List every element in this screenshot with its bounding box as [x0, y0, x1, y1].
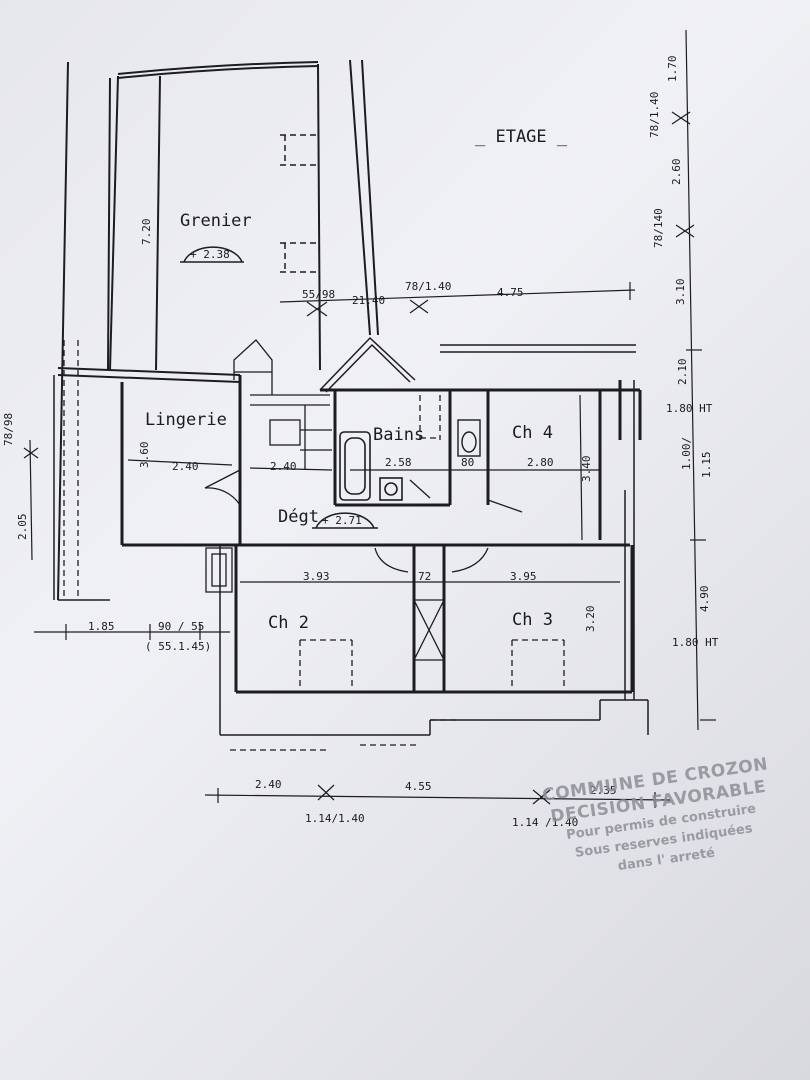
grenier-roof-windows — [280, 134, 320, 273]
dim-2140: 21.40 — [352, 294, 385, 307]
dim-260: 2.60 — [670, 159, 683, 186]
dim-280: 2.80 — [527, 456, 554, 469]
room-grenier: Grenier — [180, 211, 252, 231]
closet — [205, 547, 445, 661]
dim-78-140-r1: 78/1.40 — [648, 92, 661, 138]
dim-78-140-top: 78/1.40 — [405, 280, 451, 293]
grenier-level: + 2.38 — [190, 248, 230, 261]
drawing-title: _ ETAGE _ — [475, 127, 568, 147]
dim-115: 1.15 — [700, 452, 713, 479]
outer-walls — [53, 336, 649, 736]
dim-240-bottom: 2.40 — [255, 778, 282, 791]
dim-170: 1.70 — [666, 56, 679, 83]
dim-210: 2.10 — [676, 359, 689, 386]
dim-80: 80 — [461, 456, 474, 469]
dim-78-98-left: 78/98 — [2, 413, 15, 446]
dim-55-98: 55/98 — [302, 288, 335, 301]
degt-level: + 2.71 — [322, 514, 362, 527]
dashed-features — [63, 340, 565, 751]
dim-720: 7.20 — [140, 219, 153, 246]
room-lingerie: Lingerie — [145, 410, 227, 430]
toilet — [457, 419, 481, 457]
room-ch2: Ch 2 — [268, 613, 309, 633]
dim-185: 1.85 — [88, 620, 115, 633]
dim-455: 4.55 — [405, 780, 432, 793]
dim-395: 3.95 — [510, 570, 537, 583]
dimension-lines — [23, 29, 716, 808]
room-ch4: Ch 4 — [512, 423, 553, 443]
dim-258: 2.58 — [385, 456, 412, 469]
level-markers — [180, 246, 378, 529]
dim-490: 4.90 — [698, 586, 711, 613]
doors — [204, 469, 523, 573]
dim-205: 2.05 — [16, 514, 29, 541]
dim-180ht-1: 1.80 HT — [666, 402, 713, 415]
dim-240-b: 2.40 — [270, 460, 297, 473]
stairs — [233, 339, 332, 470]
room-ch3: Ch 3 — [512, 610, 553, 630]
dim-240-a: 2.40 — [172, 460, 199, 473]
dim-78-140-r2: 78/140 — [652, 208, 665, 248]
dim-114-140-a: 1.14/1.40 — [305, 812, 365, 825]
dim-55-145: ( 55.1.45) — [145, 640, 211, 653]
dim-320: 3.20 — [584, 606, 597, 633]
dim-72: 72 — [418, 570, 431, 583]
dim-235: 2.35 — [590, 784, 617, 797]
dim-475: 4.75 — [497, 286, 524, 299]
dim-114-140-b: 1.14 /1.40 — [512, 816, 578, 829]
dim-90-55: 90 / 55 — [158, 620, 204, 633]
dim-340: 3.40 — [580, 456, 593, 483]
dim-393: 3.93 — [303, 570, 330, 583]
room-bains: Bains — [373, 425, 424, 445]
grenier-outline — [57, 59, 379, 601]
room-degt: Dégt — [278, 507, 319, 527]
bathtub — [339, 431, 403, 501]
dim-360: 3.60 — [138, 442, 151, 469]
dim-100: 1.00/ — [680, 437, 693, 470]
dim-180ht-2: 1.80 HT — [672, 636, 719, 649]
dim-310: 3.10 — [674, 279, 687, 306]
